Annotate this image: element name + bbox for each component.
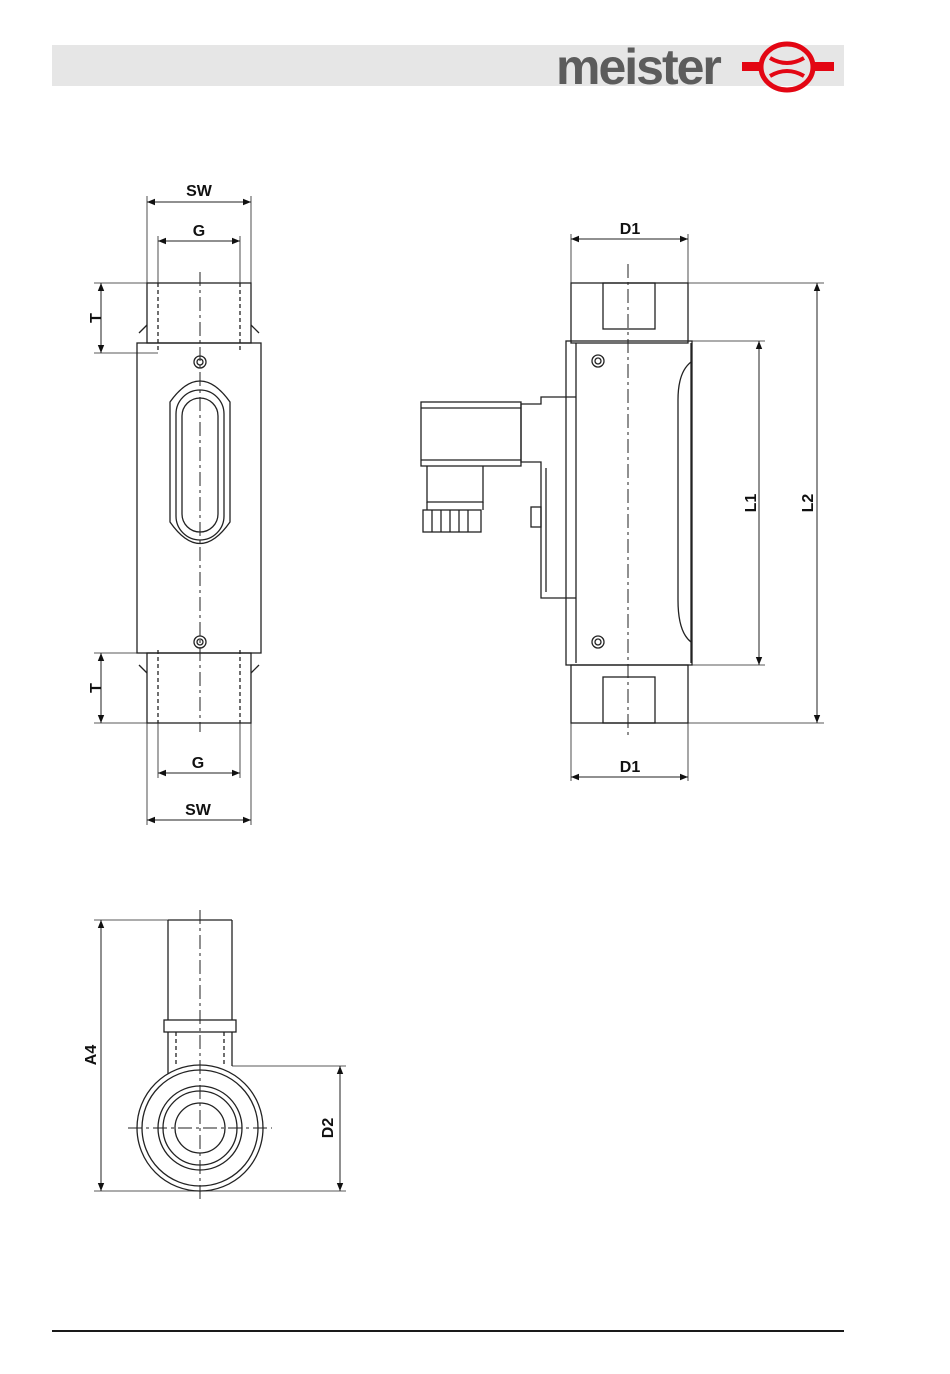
front-view (94, 196, 261, 825)
label-sw-top: SW (186, 183, 213, 200)
switch-housing (521, 397, 576, 598)
label-a4: A4 (83, 1045, 100, 1066)
footer-rule (52, 1330, 844, 1332)
bottom-view (94, 910, 346, 1200)
side-bottom-fitting (571, 665, 688, 723)
label-sw-bottom: SW (185, 802, 212, 819)
label-t-bottom: T (88, 683, 105, 693)
plug-connector (421, 402, 521, 466)
label-g-bottom: G (192, 755, 204, 772)
side-screw-top (592, 355, 604, 367)
front-bottom-fitting (147, 653, 251, 723)
label-d2: D2 (320, 1118, 337, 1139)
side-view (421, 234, 824, 781)
label-t-top: T (88, 313, 105, 323)
label-d1-top: D1 (620, 221, 641, 238)
side-body (566, 341, 692, 665)
label-d1-bottom: D1 (620, 759, 641, 776)
label-g-top: G (193, 223, 205, 240)
side-screw-bottom (592, 636, 604, 648)
front-top-fitting (147, 283, 251, 343)
side-top-fitting (571, 283, 688, 343)
label-l2: L2 (800, 494, 817, 513)
label-l1: L1 (743, 494, 760, 513)
